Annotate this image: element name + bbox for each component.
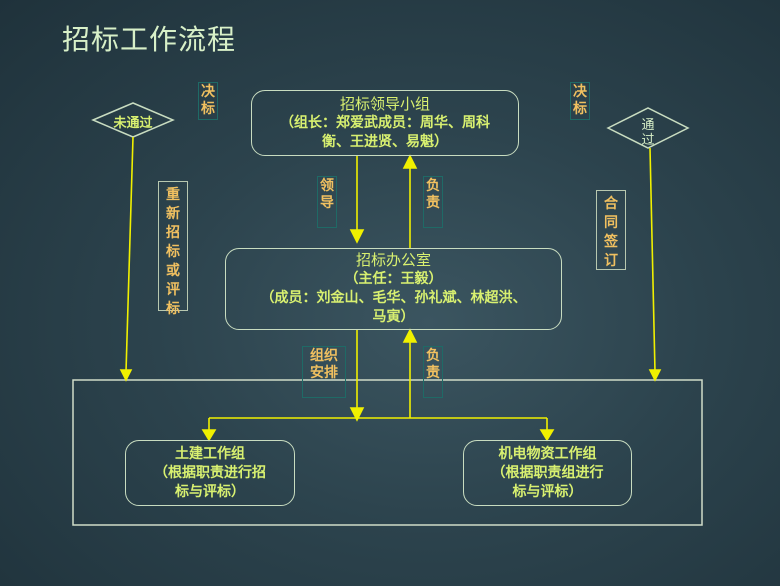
passed-diamond [606,107,690,149]
organize-label: 组织安排 [302,346,346,398]
decide-label-right: 决标 [570,82,590,120]
retender-label: 重新招标或评标 [158,181,188,317]
civil-group-desc-cont: 标与评标） [175,483,245,500]
office-director: （主任：王毅） [344,271,443,287]
mech-group-name: 机电物资工作组 [498,445,597,462]
decide-label-left: 决标 [198,82,218,120]
office-members-cont: 马寅） [372,309,415,325]
leader-group-name: 招标领导小组 [339,94,430,113]
civil-group-name: 土建工作组 [175,445,245,462]
mech-group-box: 机电物资工作组 （根据职责组进行 标与评标） [463,440,632,506]
leader-group-members: （组长：郑爱武成员：周华、周科 [280,114,490,131]
mech-group-desc-cont: 标与评标） [512,483,583,500]
contract-label: 合同签订 [596,190,626,270]
mech-group-desc: （根据职责组进行 [491,464,604,481]
lead-label: 领导 [317,176,337,228]
office-name: 招标办公室 [355,251,431,269]
civil-group-desc: （根据职责进行招 [154,464,266,481]
failed-diamond [91,102,175,138]
responsible-label-top: 负责 [423,176,443,228]
work-groups-frame [72,379,703,526]
failed-decision-text: 未通过 [113,116,153,131]
office-members: （成员：刘金山、毛华、孙礼斌、林超洪、 [260,290,527,306]
office-box: 招标办公室 （主任：王毅） （成员：刘金山、毛华、孙礼斌、林超洪、 马寅） [225,248,562,330]
passed-decision-text: 通过 [641,118,655,148]
civil-group-box: 土建工作组 （根据职责进行招 标与评标） [125,440,295,506]
responsible-label-bottom: 负责 [423,346,443,398]
page-title: 招标工作流程 [62,23,237,56]
leader-group-box: 招标领导小组 （组长：郑爱武成员：周华、周科 衡、王进贤、易魁） [251,90,519,156]
leader-group-members-cont: 衡、王进贤、易魁） [322,133,448,150]
